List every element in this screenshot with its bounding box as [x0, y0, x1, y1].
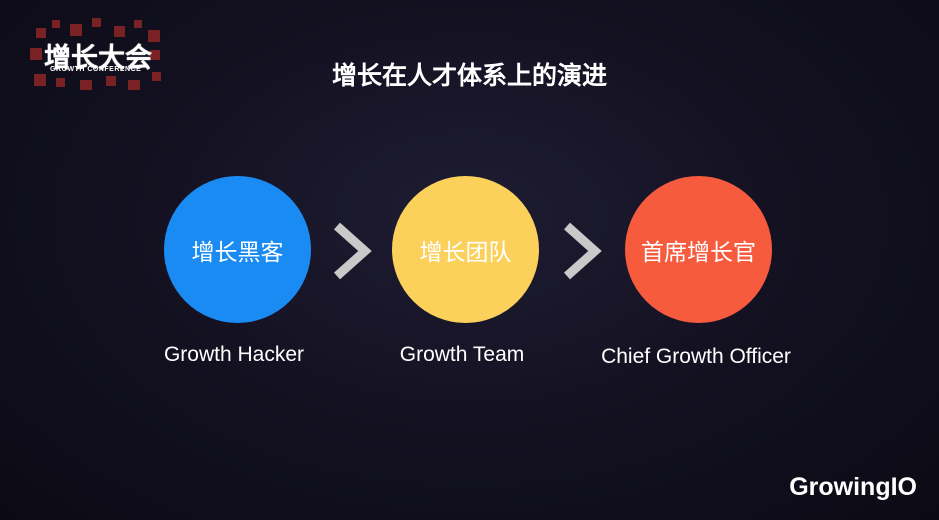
chevron-right-icon	[564, 222, 602, 280]
stage-circle-growth-team: 增长团队	[392, 176, 539, 323]
growingio-logo: GrowingIO	[789, 473, 917, 501]
stage-circle-text: 增长团队	[419, 239, 512, 266]
stage-circle-chief-growth-officer: 首席增长官	[625, 176, 772, 323]
stage-circle-growth-hacker: 增长黑客	[164, 176, 311, 323]
logo-title: 增长大会	[44, 43, 152, 74]
logo-subtitle: GROWTH CONFERENCE	[50, 66, 142, 73]
stage-label-growth-team: Growth Team	[399, 343, 525, 366]
page-title: 增长在人才体系上的演进	[331, 61, 607, 90]
stage-label-chief-growth-officer: Chief Growth Officer	[601, 345, 791, 368]
stage-circle-text: 增长黑客	[191, 239, 284, 266]
chevron-right-icon	[334, 222, 372, 280]
conference-logo: 增长大会 GROWTH CONFERENCE	[30, 14, 170, 92]
stage-circle-text: 首席增长官	[641, 239, 756, 266]
stage-label-growth-hacker: Growth Hacker	[163, 343, 305, 366]
